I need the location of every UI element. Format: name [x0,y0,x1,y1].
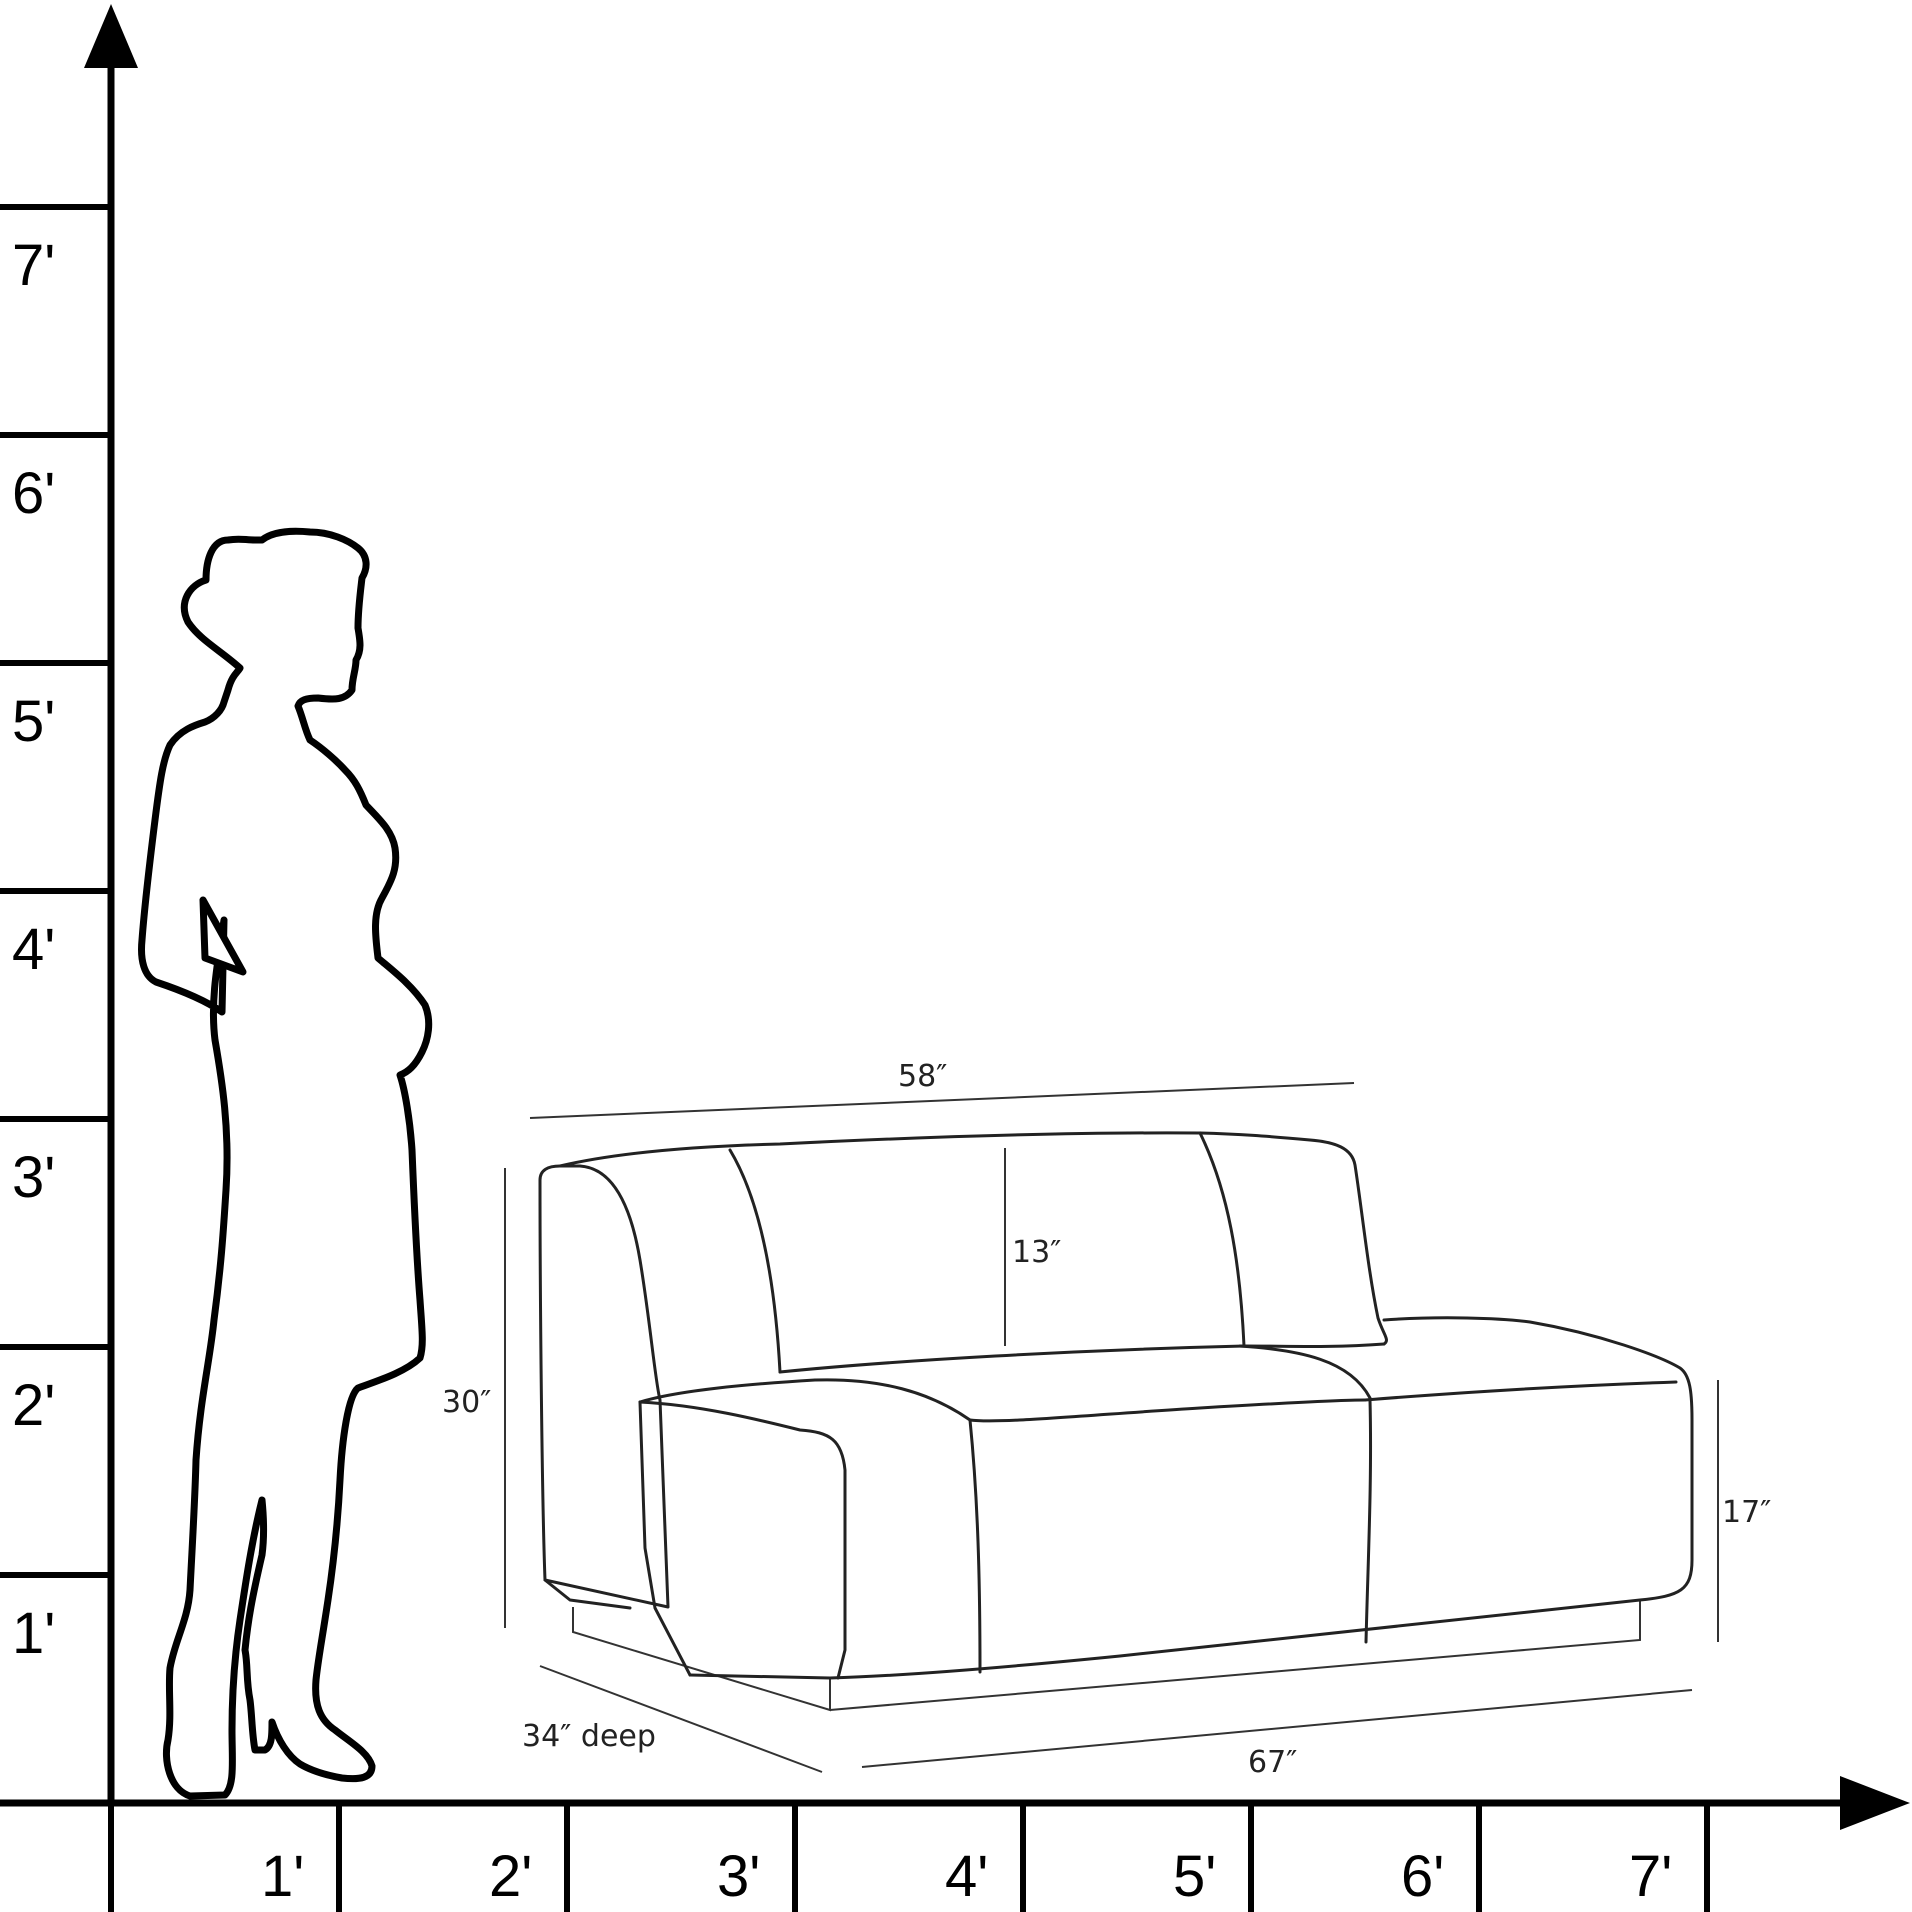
woman-silhouette [138,527,433,1800]
horizontal-axis: 1' 2' 3' 4' 5' 6' 7' [0,1776,1910,1912]
x-axis-tick-label: 2' [489,1844,532,1909]
y-axis-tick-label: 6' [12,461,55,526]
x-axis-tick-label: 6' [1401,1844,1444,1909]
seat-height-label: 17″ [1722,1495,1771,1530]
total-height-label: 30″ [442,1385,491,1420]
total-width-line [861,1689,1693,1768]
arm-gap-shape [199,896,247,976]
sofa-drawing [538,1131,1694,1712]
x-axis-tick-label: 3' [717,1844,760,1909]
dimension-lines [504,1082,1719,1773]
back-width-line [529,1082,1355,1119]
x-axis-tick-label: 5' [1173,1844,1216,1909]
total-width-label: 67″ [1248,1745,1297,1780]
vertical-axis: 1' 2' 3' 4' 5' 6' 7' [0,4,138,1806]
vertical-axis-arrow-icon [84,4,138,68]
depth-label: 34″ deep [522,1719,656,1754]
x-axis-tick-label: 4' [945,1844,988,1909]
y-axis-tick-label: 3' [12,1145,55,1210]
y-axis-tick-label: 2' [12,1373,55,1438]
back-height-label: 13″ [1012,1235,1061,1270]
y-axis-tick-label: 1' [12,1601,55,1666]
x-axis-tick-label: 1' [261,1844,304,1909]
horizontal-axis-arrow-icon [1840,1776,1910,1830]
y-axis-tick-label: 7' [12,233,55,298]
y-axis-tick-label: 4' [12,917,55,982]
y-axis-tick-label: 5' [12,689,55,754]
x-axis-tick-label: 7' [1629,1844,1672,1909]
depth-line [539,1665,823,1773]
back-width-label: 58″ [898,1059,947,1094]
